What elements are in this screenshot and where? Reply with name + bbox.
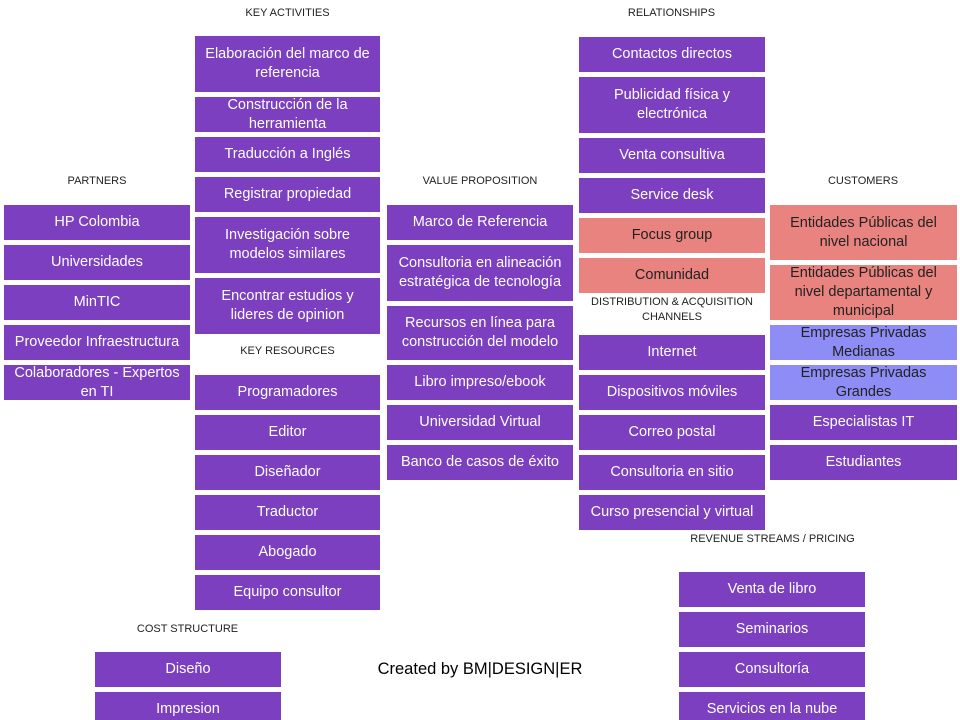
- key-activity-card: Registrar propiedad: [195, 177, 380, 212]
- relationships-header: RELATIONSHIPS: [627, 7, 716, 19]
- credit-text: Created by BM|DESIGN|ER: [377, 660, 583, 678]
- customer-card: Especialistas IT: [770, 405, 957, 440]
- relationship-card: Venta consultiva: [579, 138, 765, 173]
- key-activity-card: Construcción de la herramienta: [195, 97, 380, 132]
- customer-card: Estudiantes: [770, 445, 957, 480]
- key-activity-card: Investigación sobre modelos similares: [195, 217, 380, 273]
- key-resource-card: Traductor: [195, 495, 380, 530]
- customers-header: CUSTOMERS: [827, 175, 899, 187]
- channel-card: Dispositivos móviles: [579, 375, 765, 410]
- key-activity-card: Encontrar estudios y lideres de opinion: [195, 278, 380, 334]
- value-proposition-card: Marco de Referencia: [387, 205, 573, 240]
- partner-card: Colaboradores - Expertos en TI: [4, 365, 190, 400]
- value-proposition-card: Consultoria en alineación estratégica de…: [387, 245, 573, 301]
- partner-card: HP Colombia: [4, 205, 190, 240]
- channels-header: DISTRIBUTION & ACQUISITION CHANNELS: [591, 296, 753, 323]
- partners-header: PARTNERS: [67, 175, 127, 187]
- relationship-card-highlighted: Comunidad: [579, 258, 765, 293]
- cost-card: Diseño: [95, 652, 281, 687]
- partner-card: Proveedor Infraestructura: [4, 325, 190, 360]
- key-activity-card: Elaboración del marco de referencia: [195, 36, 380, 92]
- revenue-card: Consultoría: [679, 652, 865, 687]
- key-resource-card: Editor: [195, 415, 380, 450]
- key-activity-card: Traducción a Inglés: [195, 137, 380, 172]
- key-resource-card: Abogado: [195, 535, 380, 570]
- key-resources-header: KEY RESOURCES: [240, 345, 335, 357]
- value-proposition-card: Universidad Virtual: [387, 405, 573, 440]
- revenue-header: REVENUE STREAMS / PRICING: [690, 533, 855, 545]
- customer-card-highlighted-blue: Empresas Privadas Medianas: [770, 325, 957, 360]
- key-activities-header: KEY ACTIVITIES: [245, 7, 330, 19]
- relationship-card: Contactos directos: [579, 37, 765, 72]
- partner-card: Universidades: [4, 245, 190, 280]
- key-resource-card: Diseñador: [195, 455, 380, 490]
- value-proposition-card: Banco de casos de éxito: [387, 445, 573, 480]
- value-proposition-header: VALUE PROPOSITION: [422, 175, 538, 187]
- cost-card: Impresion: [95, 692, 281, 720]
- partner-card: MinTIC: [4, 285, 190, 320]
- relationship-card-highlighted: Focus group: [579, 218, 765, 253]
- relationship-card: Publicidad física y electrónica: [579, 77, 765, 133]
- revenue-card: Servicios en la nube: [679, 692, 865, 720]
- channel-card: Internet: [579, 335, 765, 370]
- channel-card: Consultoria en sitio: [579, 455, 765, 490]
- key-resource-card: Programadores: [195, 375, 380, 410]
- revenue-card: Seminarios: [679, 612, 865, 647]
- key-resource-card: Equipo consultor: [195, 575, 380, 610]
- cost-structure-header: COST STRUCTURE: [136, 623, 239, 635]
- channel-card: Correo postal: [579, 415, 765, 450]
- channel-card: Curso presencial y virtual: [579, 495, 765, 530]
- customer-card-highlighted-blue: Empresas Privadas Grandes: [770, 365, 957, 400]
- value-proposition-card: Libro impreso/ebook: [387, 365, 573, 400]
- customer-card-highlighted: Entidades Públicas del nivel nacional: [770, 205, 957, 260]
- relationship-card: Service desk: [579, 178, 765, 213]
- value-proposition-card: Recursos en línea para construcción del …: [387, 306, 573, 360]
- customer-card-highlighted: Entidades Públicas del nivel departament…: [770, 265, 957, 320]
- revenue-card: Venta de libro: [679, 572, 865, 607]
